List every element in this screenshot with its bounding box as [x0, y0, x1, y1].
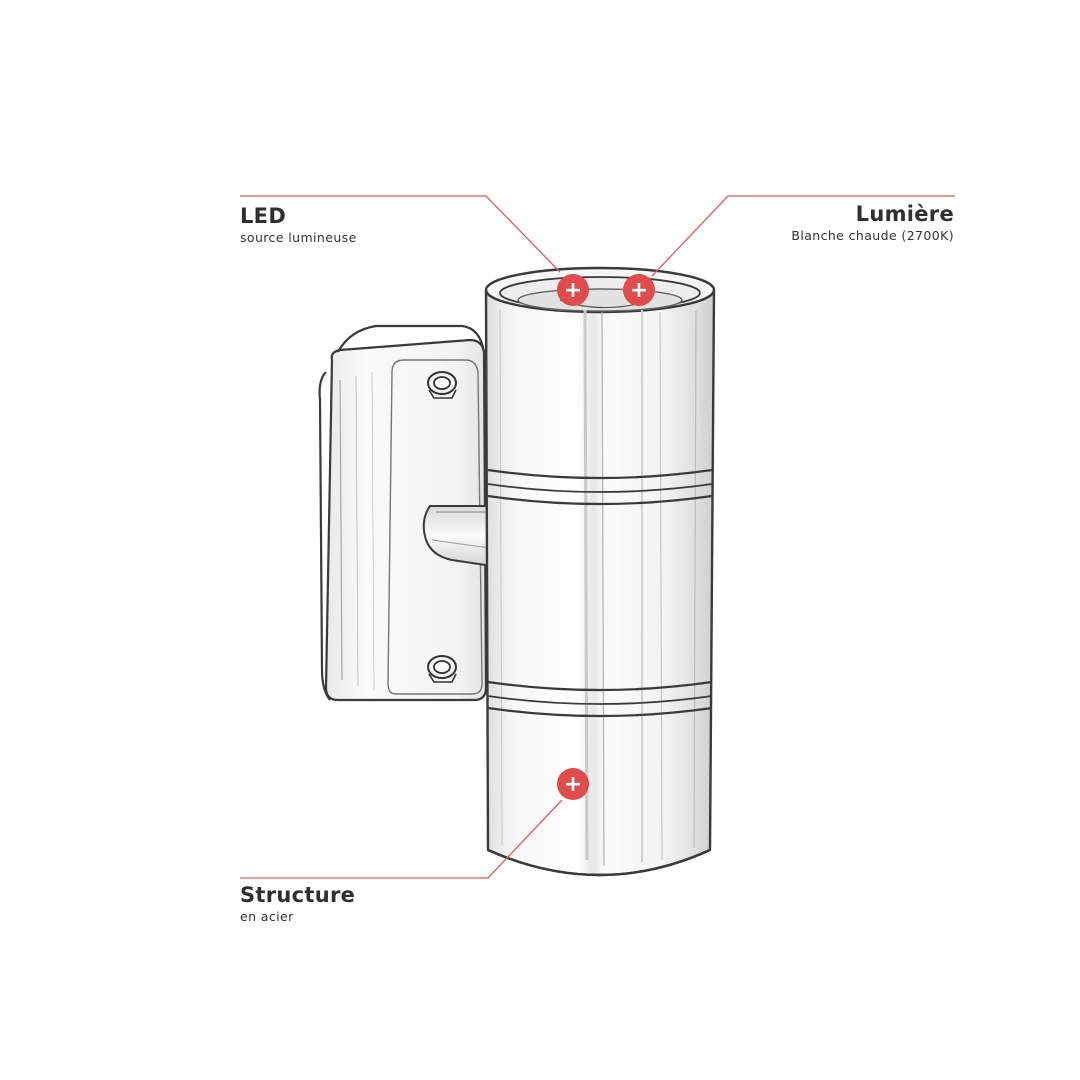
lumiere-leader-line — [651, 195, 955, 277]
led-annotation: LED source lumineuse — [240, 203, 357, 247]
structure-leader-line — [240, 799, 563, 879]
lumiere-subtitle: Blanche chaude (2700K) — [791, 228, 954, 243]
lumiere-title: Lumière — [855, 202, 954, 226]
structure-subtitle: en acier — [240, 909, 294, 924]
plus-circle-icon: + — [564, 772, 582, 797]
lumiere-hotspot[interactable]: + — [623, 274, 655, 306]
led-hotspot[interactable]: + — [557, 274, 589, 306]
screw-bottom — [427, 655, 457, 683]
structure-annotation: Structure en acier — [240, 882, 355, 926]
led-leader-line — [240, 195, 561, 273]
lamp-cylinder — [484, 266, 716, 877]
connecting-arm — [422, 505, 493, 568]
lumiere-annotation: Lumière Blanche chaude (2700K) — [791, 201, 954, 245]
mounting-plate — [318, 324, 488, 702]
screw-top — [427, 371, 457, 399]
structure-hotspot[interactable]: + — [557, 768, 589, 800]
plus-circle-icon: + — [564, 278, 582, 303]
plus-circle-icon: + — [630, 278, 648, 303]
structure-title: Structure — [240, 883, 356, 907]
callout-lines — [240, 195, 955, 879]
led-title: LED — [240, 204, 287, 228]
led-subtitle: source lumineuse — [240, 230, 357, 245]
